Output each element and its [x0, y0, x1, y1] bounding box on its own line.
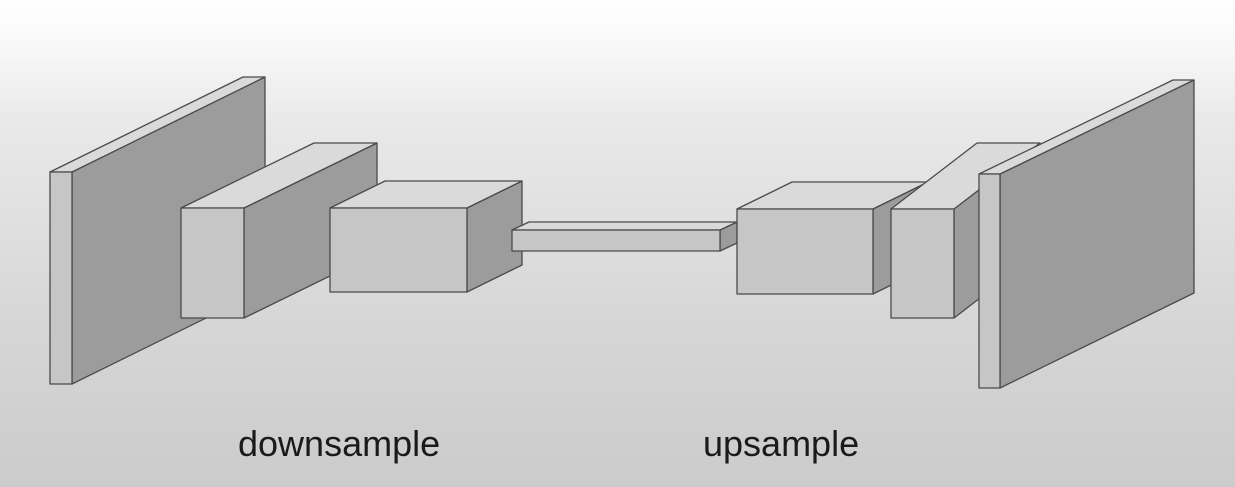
- bottleneck: [511, 221, 738, 252]
- downsample-label: downsample: [238, 423, 441, 464]
- upsample-label: upsample: [703, 423, 860, 464]
- down-block-1: [180, 142, 378, 319]
- down-block-2: [329, 180, 523, 293]
- output-layer: [978, 79, 1195, 389]
